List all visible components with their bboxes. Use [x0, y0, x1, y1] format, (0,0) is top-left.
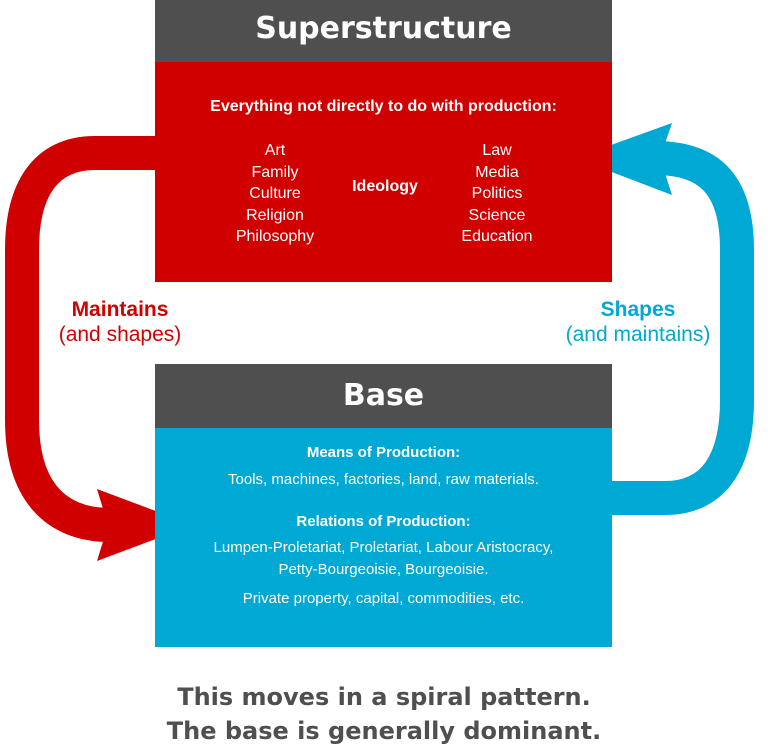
footer-caption: This moves in a spiral pattern. The base… — [100, 680, 668, 748]
base-header: Base — [155, 364, 612, 428]
list-item: Politics — [471, 185, 523, 202]
superstructure-subtitle: Everything not directly to do with produ… — [210, 98, 557, 115]
maintains-arrowhead — [97, 489, 193, 561]
maintains-label: Maintains (and shapes) — [40, 297, 200, 347]
relations-of-production-line2: Petty-Bourgeoisie, Bourgeoisie. — [278, 561, 489, 578]
superstructure-box: Everything not directly to do with produ… — [155, 62, 612, 282]
shapes-arrowhead — [575, 123, 672, 195]
list-item: Law — [482, 142, 512, 159]
footer-line-1: This moves in a spiral pattern. — [177, 683, 591, 711]
maintains-arrow-shaft — [5, 136, 160, 542]
footer-line-2: The base is generally dominant. — [166, 717, 602, 745]
list-item: Media — [475, 163, 519, 181]
list-item: Religion — [246, 206, 304, 224]
superstructure-left-list: Art Family Culture Religion Philosophy — [215, 140, 335, 248]
list-item: Philosophy — [235, 228, 315, 245]
shapes-title: Shapes — [600, 298, 676, 321]
base-other-text: Private property, capital, commodities, … — [242, 590, 525, 607]
shapes-arrow-shaft — [605, 141, 754, 515]
list-item: Culture — [249, 185, 301, 202]
list-item: Science — [468, 206, 526, 224]
relations-of-production-title: Relations of Production: — [296, 513, 471, 530]
means-of-production-text: Tools, machines, factories, land, raw ma… — [228, 471, 539, 488]
shapes-subtitle: (and maintains) — [565, 323, 711, 346]
base-box: Means of Production: Tools, machines, fa… — [155, 428, 612, 647]
list-item: Education — [461, 228, 533, 245]
maintains-subtitle: (and shapes) — [58, 323, 182, 346]
ideology-label: Ideology — [352, 178, 418, 195]
means-of-production-title: Means of Production: — [306, 444, 461, 461]
superstructure-right-list: Law Media Politics Science Education — [437, 140, 557, 248]
list-item: Family — [251, 163, 299, 181]
superstructure-header: Superstructure — [155, 0, 612, 62]
relations-of-production-line1: Lumpen-Proletariat, Proletariat, Labour … — [213, 539, 554, 556]
shapes-label: Shapes (and maintains) — [548, 297, 728, 347]
list-item: Art — [264, 142, 286, 159]
maintains-title: Maintains — [71, 298, 169, 321]
